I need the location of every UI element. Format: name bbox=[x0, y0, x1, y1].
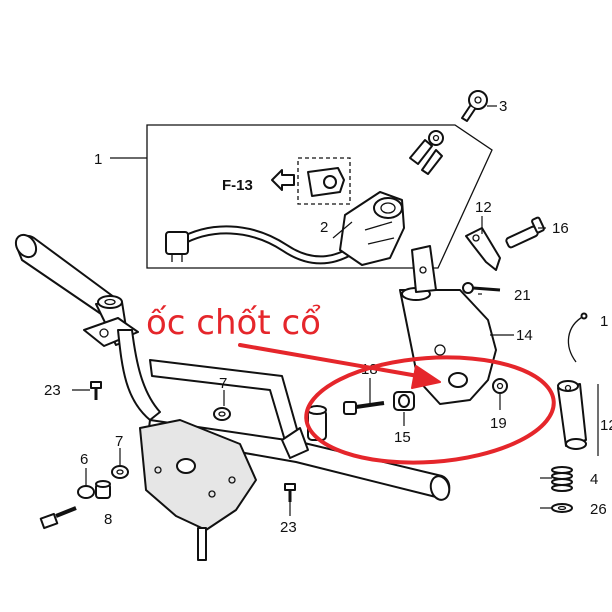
annotation-arrow bbox=[238, 343, 420, 378]
callout-1-right: 1 bbox=[600, 313, 608, 330]
left-small-parts bbox=[39, 381, 296, 530]
ignition-cable bbox=[165, 225, 365, 265]
callout-6: 6 bbox=[80, 451, 88, 468]
callout-7-lower: 7 bbox=[115, 433, 123, 450]
annotation-arrowhead bbox=[411, 365, 441, 389]
handlebar-frame bbox=[14, 233, 451, 561]
callout-19: 19 bbox=[490, 415, 507, 432]
callout-3: 3 bbox=[499, 98, 507, 115]
callout-numbers: 1 2 3 4 6 7 7 8 12 14 15 16 18 19 21 23 … bbox=[44, 98, 612, 536]
keys-in-group bbox=[409, 130, 444, 175]
callout-23-left: 23 bbox=[44, 382, 61, 399]
callout-8: 8 bbox=[104, 511, 112, 528]
annotation-text: ốc chốt cổ bbox=[146, 303, 321, 343]
key-part-3 bbox=[461, 90, 497, 122]
callout-21: 21 bbox=[514, 287, 531, 304]
callout-26: 26 bbox=[590, 501, 607, 518]
leader-lines bbox=[72, 216, 552, 516]
callout-4: 4 bbox=[590, 471, 598, 488]
right-side-parts bbox=[551, 312, 599, 513]
red-annotation: ốc chốt cổ bbox=[146, 303, 556, 465]
reference-label: F-13 bbox=[222, 177, 253, 194]
bolt-part-21 bbox=[462, 282, 501, 294]
callout-14: 14 bbox=[516, 327, 533, 344]
highlighted-parts bbox=[343, 378, 508, 415]
callout-1: 1 bbox=[94, 151, 102, 168]
callout-23-bottom: 23 bbox=[280, 519, 297, 536]
callout-15: 15 bbox=[394, 429, 411, 446]
callout-16: 16 bbox=[552, 220, 569, 237]
callout-12-right: 12 bbox=[600, 417, 612, 434]
key-set-group bbox=[110, 124, 493, 269]
annotation-ellipse bbox=[304, 355, 556, 465]
callout-7-upper: 7 bbox=[219, 375, 227, 392]
pin-part-16 bbox=[505, 216, 545, 249]
ignition-switch bbox=[339, 191, 405, 266]
callout-2: 2 bbox=[320, 219, 328, 236]
bracket-part-12 bbox=[465, 227, 501, 271]
callout-12: 12 bbox=[475, 199, 492, 216]
